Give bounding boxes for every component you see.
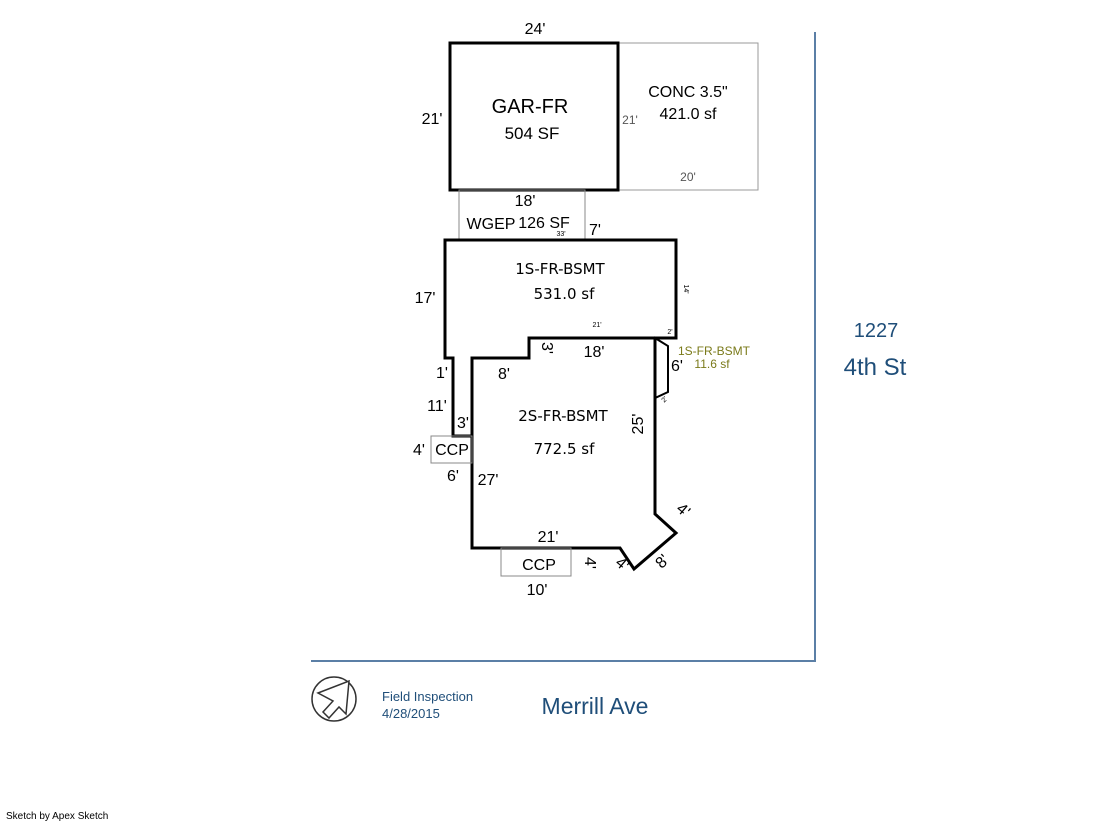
dim-11: 11' — [427, 398, 447, 415]
one-story-dim-tiny-corner: 2' — [667, 329, 672, 336]
ccp-bottom-outline — [500, 547, 572, 577]
wgep-name: WGEP — [467, 216, 516, 233]
bump-out-outline — [654, 336, 669, 400]
dim-18: 18' — [584, 344, 605, 361]
concrete-dim-bottom: 20' — [680, 170, 696, 184]
ccp-left-dim-bottom: 6' — [447, 468, 459, 485]
one-story-dim-tiny-bottom: 21' — [592, 322, 601, 329]
garage-name: GAR-FR — [492, 96, 569, 118]
wgep-dim-tiny: 33' — [556, 231, 565, 238]
concrete-dim-side: 21' — [622, 113, 638, 127]
two-story-area: 772.5 sf — [534, 440, 596, 458]
garage-dim-top: 24' — [525, 21, 546, 38]
bump-out-dim-tiny: 2' — [661, 396, 670, 405]
garage-dim-left: 21' — [422, 111, 443, 128]
dim-4a: 4' — [673, 500, 693, 521]
ccp-left-outline — [430, 435, 473, 464]
two-story-name: 2S-FR-BSMT — [518, 407, 608, 425]
wgep-area: 126 SF — [518, 215, 570, 232]
ccp-left-dim-left: 4' — [413, 442, 425, 459]
garage-area: 504 SF — [505, 124, 560, 143]
dim-3b: 3' — [538, 342, 555, 354]
one-story-area: 531.0 sf — [534, 285, 596, 303]
address-street: 4th St — [844, 354, 907, 381]
dim-8: 8' — [498, 366, 510, 383]
one-story-dim-tiny-right: 14' — [682, 284, 689, 293]
dim-8b: 8' — [653, 552, 673, 572]
ccp-bottom-name: CCP — [522, 557, 556, 574]
dim-3a: 3' — [457, 415, 469, 432]
ccp-bottom-dim-bottom: 10' — [527, 582, 548, 599]
bump-out-area: 11.6 sf — [694, 357, 730, 371]
dim-4b: 4' — [612, 554, 632, 575]
bump-out-name: 1S-FR-BSMT — [678, 344, 751, 358]
concrete-name: CONC 3.5" — [648, 84, 727, 101]
north-arrow-icon — [311, 676, 357, 722]
dim-25: 25' — [630, 414, 647, 435]
concrete-area: 421.0 sf — [660, 106, 717, 123]
bump-out-dim-6: 6' — [671, 358, 683, 375]
sketch-credit: Sketch by Apex Sketch — [6, 811, 108, 821]
one-story-name: 1S-FR-BSMT — [515, 260, 605, 278]
dim-27: 27' — [478, 472, 499, 489]
wgep-dim-top: 18' — [515, 193, 536, 210]
address-number: 1227 — [854, 320, 899, 342]
inspection-label: Field Inspection — [382, 689, 473, 704]
inspection-date: 4/28/2015 — [382, 706, 440, 721]
ccp-bottom-dim-right: 4' — [581, 557, 598, 569]
one-story-dim-left: 17' — [415, 290, 436, 307]
ccp-left-name: CCP — [435, 442, 469, 459]
dim-21: 21' — [538, 529, 559, 546]
cross-street: Merrill Ave — [542, 693, 649, 719]
dim-1: 1' — [436, 365, 448, 382]
wgep-dim-right: 7' — [589, 222, 601, 239]
